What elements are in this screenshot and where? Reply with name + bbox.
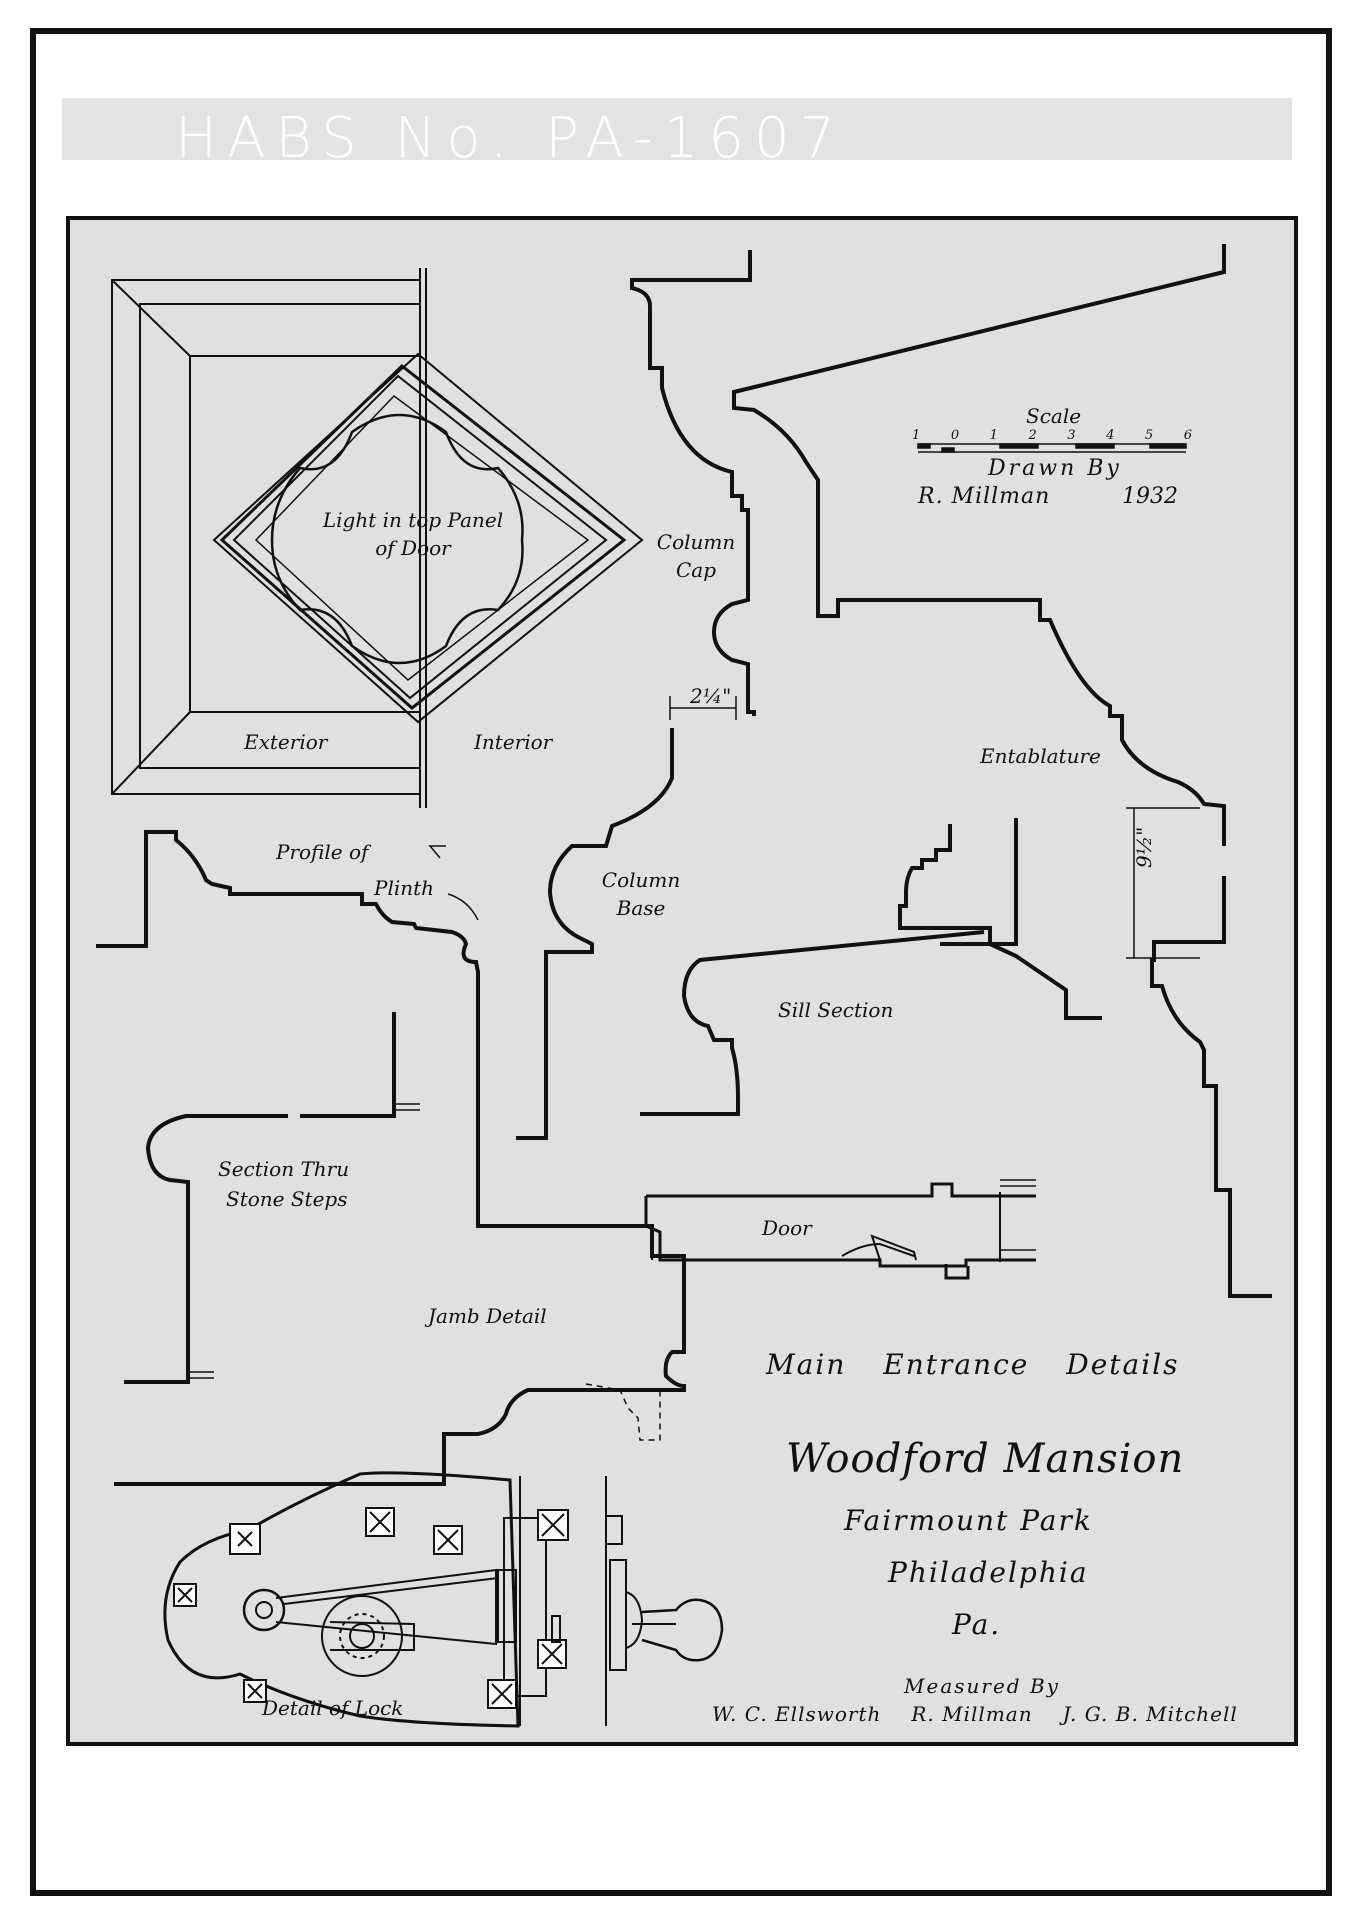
interior-label: Interior: [474, 730, 553, 754]
exterior-label: Exterior: [244, 730, 328, 754]
lock-detail-drawing: [163, 1471, 724, 1728]
measurer-name: W. C. Ellsworth: [712, 1702, 882, 1726]
light-panel-label-line2: of Door: [375, 536, 451, 560]
section-steps-label-line2: Stone Steps: [226, 1187, 348, 1211]
sill-profile: [989, 818, 1102, 1020]
habs-band: [62, 98, 1292, 160]
section-steps-label-line1: Section Thru: [218, 1157, 350, 1181]
entablature-label: Entablature: [980, 744, 1101, 768]
light-panel-label: Light in top Panel of Door: [308, 506, 518, 562]
building-title: Woodford Mansion: [786, 1436, 1185, 1482]
scale-bar: [917, 443, 1187, 453]
measured-by-names: W. C. Ellsworth R. Millman J. G. B. Mitc…: [712, 1702, 1238, 1726]
entablature-profile: [732, 244, 1226, 846]
column-cap-label-line1: Column: [656, 530, 736, 554]
drawn-by-name: R. Millman: [918, 484, 1051, 509]
measurer-name: J. G. B. Mitchell: [1062, 1702, 1238, 1726]
jamb-detail-label: Jamb Detail: [428, 1304, 547, 1328]
entablature-dimension-label: 9½": [1132, 826, 1156, 868]
section-steps-label: Section Thru Stone Steps: [218, 1154, 349, 1214]
habs-number: HABS No. PA-1607: [175, 106, 846, 171]
stone-steps-profile: [124, 1012, 396, 1384]
door-drawing: [644, 1179, 1036, 1280]
column-cap-dimension-label: 2¼": [690, 684, 732, 708]
light-panel-label-line1: Light in top Panel: [322, 508, 504, 532]
column-cap-dimension: [669, 696, 737, 720]
scale-tick: 2: [1028, 428, 1037, 443]
entablature-dimension: [1126, 807, 1200, 959]
scale-tick: 4: [1106, 428, 1115, 443]
measured-by-label: Measured By: [904, 1674, 1060, 1698]
scale-tick: 6: [1183, 428, 1192, 443]
column-cap-profile: [630, 250, 756, 716]
measurer-name: R. Millman: [911, 1702, 1033, 1726]
profile-plinth-label-line2: Plinth: [374, 876, 435, 900]
profile-plinth-label-line1: Profile of: [276, 840, 369, 864]
drawn-by-year: 1932: [1122, 484, 1178, 509]
park-title: Fairmount Park: [844, 1504, 1093, 1537]
light-panel-drawing: [111, 268, 644, 808]
door-label: Door: [762, 1216, 812, 1240]
state-title: Pa.: [952, 1608, 1002, 1641]
column-base-label-line1: Column: [601, 868, 681, 892]
drawing-sheet: [66, 216, 1298, 1746]
scale-tick: 5: [1144, 428, 1154, 443]
plinth-profile: [96, 830, 686, 1486]
column-base-label-line2: Base: [616, 896, 666, 920]
subject-title: Main Entrance Details: [766, 1348, 1180, 1381]
scale-tick: 1: [912, 428, 921, 443]
column-cap-label-line2: Cap: [675, 558, 717, 582]
lock-detail-label: Detail of Lock: [262, 1696, 404, 1720]
column-base-label: Column Base: [596, 866, 686, 922]
column-cap-label: Column Cap: [656, 528, 736, 584]
sill-section-label: Sill Section: [778, 998, 894, 1022]
profile-plinth-label: Profile of Plinth: [276, 834, 434, 906]
scale-ticks: 1 0 1 2 3 4 5 6: [912, 428, 1192, 443]
drawn-by-label: Drawn By: [988, 456, 1122, 481]
city-title: Philadelphia: [888, 1556, 1089, 1589]
scale-title: Scale: [1026, 404, 1082, 428]
scale-tick: 1: [989, 428, 998, 443]
scale-tick: 3: [1067, 428, 1076, 443]
scale-tick: 0: [950, 428, 960, 443]
column-base-profile: [516, 728, 674, 1140]
